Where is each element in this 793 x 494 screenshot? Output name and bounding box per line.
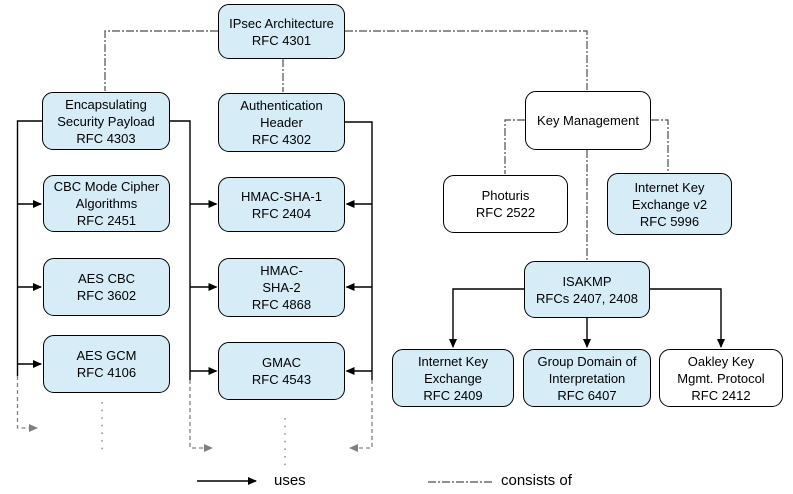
edge-isakmp-ike bbox=[449, 288, 524, 348]
node-internet-key-exchange: Internet Key Exchange RFC 2409 bbox=[392, 349, 514, 407]
legend-consists-of-label: consists of bbox=[501, 472, 572, 489]
node-key-management: Key Management bbox=[525, 91, 651, 150]
node-label: Group Domain of Interpretation bbox=[537, 353, 637, 386]
node-rfc: RFC 4301 bbox=[251, 32, 312, 48]
node-rfc: RFC 4303 bbox=[76, 130, 136, 146]
node-rfc: RFCs 2407, 2408 bbox=[536, 290, 638, 306]
edge-esp-mac-rail bbox=[170, 120, 191, 380]
node-label: AES GCM bbox=[76, 348, 137, 363]
legend-uses-label: uses bbox=[274, 472, 306, 489]
node-label: Internet Key Exchange bbox=[417, 353, 489, 386]
node-rfc: RFC 2451 bbox=[76, 213, 137, 228]
node-label: IPsec Architecture bbox=[229, 15, 334, 31]
node-label: Key Management bbox=[537, 113, 639, 128]
node-rfc: RFC 4543 bbox=[251, 372, 312, 387]
node-aes-cbc: AES CBC RFC 3602 bbox=[43, 258, 170, 316]
edge-ah-mac-rail bbox=[345, 121, 373, 380]
node-rfc: RFC 2522 bbox=[475, 205, 536, 220]
node-label: GMAC bbox=[262, 355, 301, 370]
node-label: AES CBC bbox=[77, 271, 136, 286]
node-rfc: RFC 4868 bbox=[251, 297, 312, 312]
node-rfc: RFC 2409 bbox=[423, 387, 483, 403]
node-hmac-sha-1: HMAC-SHA-1 RFC 2404 bbox=[218, 177, 345, 232]
node-rfc: RFC 5996 bbox=[639, 213, 700, 229]
node-ipsec-architecture: IPsec Architecture RFC 4301 bbox=[218, 4, 345, 59]
edge-km-ikev2 bbox=[651, 119, 669, 172]
node-hmac-sha-2: HMAC- SHA-2 RFC 4868 bbox=[218, 258, 345, 317]
node-label: CBC Mode Cipher Algorithms bbox=[53, 179, 160, 211]
node-photuris: Photuris RFC 2522 bbox=[443, 175, 568, 233]
node-rfc: RFC 6407 bbox=[557, 387, 617, 403]
node-label: ISAKMP bbox=[562, 273, 612, 289]
node-encapsulating-security-payload: Encapsulating Security Payload RFC 4303 bbox=[42, 92, 170, 150]
node-group-domain-of-interpretation: Group Domain of Interpretation RFC 6407 bbox=[523, 349, 651, 407]
edge-esp-cipher-rail bbox=[16, 120, 42, 376]
node-label: Oakley Key Mgmt. Protocol bbox=[677, 353, 765, 386]
edge-ipsec-esp bbox=[104, 30, 218, 91]
node-label: Encapsulating Security Payload bbox=[57, 96, 155, 129]
edge-km-photuris bbox=[504, 119, 525, 174]
node-cbc-mode-cipher-algorithms: CBC Mode Cipher Algorithms RFC 2451 bbox=[43, 175, 170, 232]
continuation-ah-mac-rail bbox=[349, 380, 373, 452]
node-gmac: GMAC RFC 4543 bbox=[218, 342, 345, 400]
node-oakley-key-mgmt-protocol: Oakley Key Mgmt. Protocol RFC 2412 bbox=[659, 349, 783, 407]
node-rfc: RFC 4302 bbox=[251, 132, 312, 147]
continuation-esp-mac-rail bbox=[189, 380, 213, 452]
node-label: Internet Key Exchange v2 bbox=[631, 179, 708, 212]
node-authentication-header: Authentication Header RFC 4302 bbox=[218, 93, 345, 152]
node-rfc: RFC 4106 bbox=[76, 365, 137, 380]
node-label: HMAC- SHA-2 bbox=[260, 263, 303, 295]
node-rfc: RFC 3602 bbox=[76, 288, 137, 303]
node-internet-key-exchange-v2: Internet Key Exchange v2 RFC 5996 bbox=[607, 173, 732, 235]
node-rfc: RFC 2404 bbox=[251, 205, 312, 221]
node-label: HMAC-SHA-1 bbox=[241, 188, 322, 204]
node-rfc: RFC 2412 bbox=[691, 387, 751, 403]
continuation-cipher-rail bbox=[16, 376, 38, 432]
node-label: Photuris bbox=[481, 188, 530, 203]
edge-ipsec-key-management bbox=[345, 30, 588, 90]
node-label: Authentication Header bbox=[240, 98, 323, 130]
edge-isakmp-oakley bbox=[650, 288, 725, 348]
node-aes-gcm: AES GCM RFC 4106 bbox=[43, 335, 170, 393]
node-isakmp: ISAKMP RFCs 2407, 2408 bbox=[524, 261, 650, 318]
